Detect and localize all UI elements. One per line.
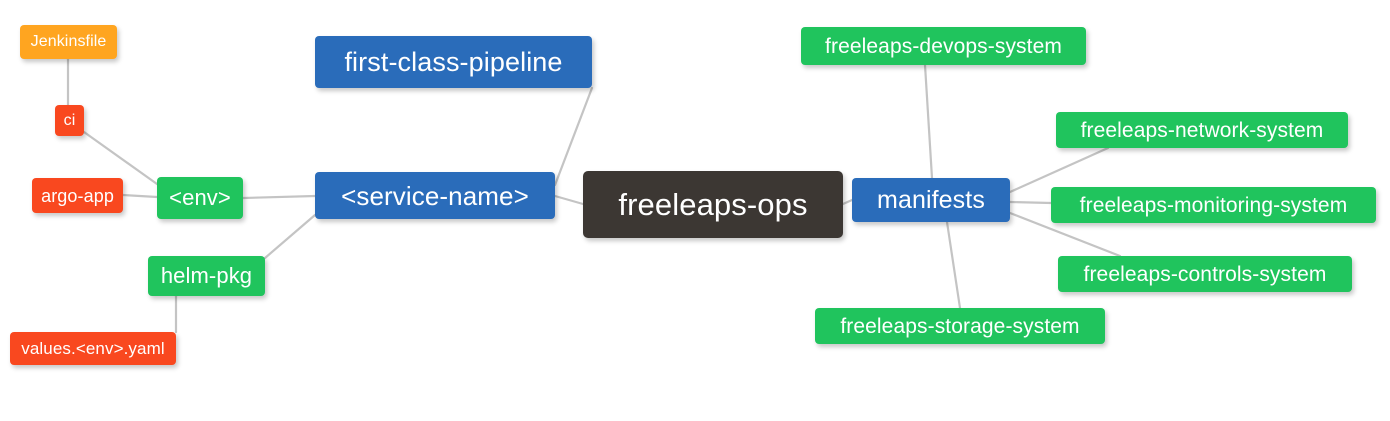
- node-first-class-pipeline[interactable]: first-class-pipeline: [315, 36, 592, 88]
- edge-root-service-name: [553, 194, 585, 206]
- edge-manifests-devops-system: [923, 63, 934, 180]
- node-env[interactable]: <env>: [157, 177, 243, 219]
- node-argo-app[interactable]: argo-app: [32, 178, 123, 213]
- node-freeleaps-network-system[interactable]: freeleaps-network-system: [1056, 112, 1348, 148]
- node-helm-pkg[interactable]: helm-pkg: [148, 256, 265, 296]
- edge-env-argo-app: [121, 193, 159, 199]
- edge-manifests-monitoring-system: [1008, 200, 1053, 205]
- node-freeleaps-devops-system[interactable]: freeleaps-devops-system: [801, 27, 1086, 65]
- node-jenkinsfile[interactable]: Jenkinsfile: [20, 25, 117, 59]
- edge-service-name-helm-pkg: [263, 213, 317, 260]
- node-values-env-yaml[interactable]: values.<env>.yaml: [10, 332, 176, 365]
- node-freeleaps-ops[interactable]: freeleaps-ops: [583, 171, 843, 238]
- node-freeleaps-storage-system[interactable]: freeleaps-storage-system: [815, 308, 1105, 344]
- node-freeleaps-controls-system[interactable]: freeleaps-controls-system: [1058, 256, 1352, 292]
- edge-manifests-network-system: [1008, 146, 1110, 194]
- node-service-name[interactable]: <service-name>: [315, 172, 555, 219]
- node-ci[interactable]: ci: [55, 105, 84, 136]
- edge-root-manifests: [841, 198, 854, 206]
- edge-env-ci: [82, 130, 159, 186]
- edge-manifests-storage-system: [945, 220, 962, 310]
- node-manifests[interactable]: manifests: [852, 178, 1010, 222]
- edge-service-name-env: [241, 194, 317, 200]
- node-freeleaps-monitoring-system[interactable]: freeleaps-monitoring-system: [1051, 187, 1376, 223]
